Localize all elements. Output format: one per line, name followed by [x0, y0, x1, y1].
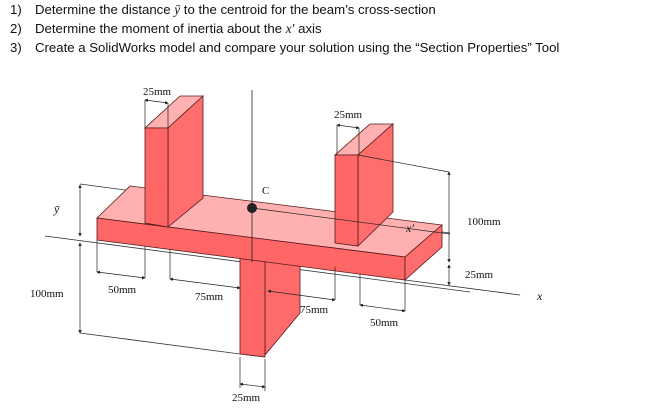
x-prime-label: x′ [405, 221, 414, 235]
question-1: 1)Determine the distance ȳ to the centro… [10, 2, 436, 17]
centroid-label: C [262, 185, 269, 197]
ybar-label: ȳ [53, 202, 60, 216]
dim-left-overhang: 50mm [108, 284, 137, 296]
dim-bottom-web-width: 25mm [232, 392, 261, 404]
left-web [143, 95, 205, 228]
x-axis-line [404, 279, 521, 296]
dim-left-gap: 75mm [195, 291, 224, 303]
bottom-web [239, 249, 301, 358]
question-3: 3)Create a SolidWorks model and compare … [10, 40, 560, 55]
dim-bottom-height: 100mm [30, 288, 64, 300]
dimension-lines [78, 98, 451, 391]
x-axis-label: x [536, 289, 543, 303]
question-2: 2)Determine the moment of inertia about … [10, 21, 322, 36]
dim-left-web-width: 25mm [143, 86, 172, 98]
dim-flange-thickness: 25mm [465, 269, 494, 281]
right-web [333, 123, 395, 247]
question-list: 1)Determine the distance ȳ to the centro… [10, 0, 559, 57]
dim-right-web-width: 25mm [334, 109, 363, 121]
dim-top-height: 100mm [467, 216, 501, 228]
dim-right-overhang: 50mm [370, 317, 399, 329]
bottom-reference-line [79, 332, 241, 355]
x-prime-axis [251, 207, 451, 235]
dim-right-gap: 75mm [300, 304, 329, 316]
